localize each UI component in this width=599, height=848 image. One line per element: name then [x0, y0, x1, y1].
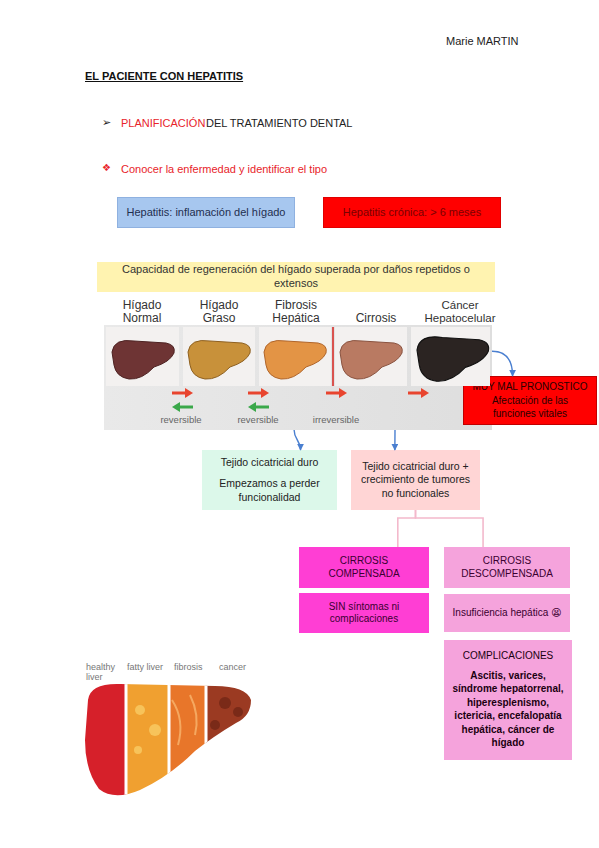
page-title: EL PACIENTE CON HEPATITIS — [85, 70, 243, 83]
illustration-label: fibrosis — [174, 662, 203, 673]
node-text: CIRROSIS COMPENSADA — [305, 555, 423, 580]
bullet-symbol: ❖ — [102, 162, 111, 174]
liver-healthy-part — [80, 680, 126, 805]
stage-label: Hígado Normal — [114, 299, 170, 325]
stage-label: Fibrosis Hepática — [266, 299, 326, 325]
node-body-text: Afectación de las funciones vitales — [470, 395, 590, 420]
definition-box: Hepatitis: inflamación del hígado — [117, 197, 295, 228]
fibrosis-streak — [172, 695, 197, 745]
fat-droplet — [149, 724, 161, 736]
prognosis-box: MUY MAL PRONOSTICOAfectación de las func… — [463, 376, 597, 425]
bullet-symbol: ➢ — [102, 116, 111, 129]
tumor-nodule — [233, 707, 243, 717]
subheading: Conocer la enfermedad y identificar el t… — [121, 163, 327, 176]
stage-label: Hígado Graso — [191, 299, 247, 325]
node-text: Hepatitis crónica: > 6 meses — [343, 206, 481, 220]
detail-box: SIN síntomas ni complicaciones — [299, 593, 429, 633]
node-text: Tejido cicatricial duro + crecimiento de… — [357, 460, 474, 499]
arrow-label: reversible — [156, 415, 206, 425]
connector-arrow — [394, 430, 396, 450]
tumor-nodule — [219, 697, 231, 709]
connector-arrow — [294, 430, 300, 450]
fat-droplet — [134, 746, 142, 754]
highlight-band: Capacidad de regeneración del hígado sup… — [97, 262, 495, 292]
liver-cancer-part — [206, 680, 256, 805]
node-text: SIN síntomas ni complicaciones — [305, 601, 423, 626]
node-text: Tejido cicatricial duro — [221, 456, 318, 469]
illustration-label: fatty liver — [127, 662, 163, 673]
node-text: Insuficiencia hepática 😫 — [453, 607, 562, 620]
section-heading: PLANIFICACIÓN — [121, 117, 205, 130]
fibrosis-note-box: Tejido cicatricial duroEmpezamos a perde… — [202, 450, 337, 510]
connector-line — [398, 510, 416, 547]
detail-box: Insuficiencia hepática 😫 — [444, 594, 570, 632]
fat-droplet — [135, 705, 145, 715]
illustration-label: cancer — [219, 662, 246, 673]
node-text: Hepatitis: inflamación del hígado — [127, 206, 286, 220]
section-divider — [125, 680, 128, 805]
connector-arrow — [492, 351, 513, 376]
node-text: CIRROSIS DESCOMPENSADA — [450, 555, 564, 580]
connector-line — [416, 510, 484, 547]
section-divider — [205, 680, 208, 805]
section-heading: DEL TRATAMIENTO DENTAL — [206, 117, 353, 130]
category-box: CIRROSIS COMPENSADA — [299, 547, 429, 588]
liver-stages-illustration — [80, 680, 256, 805]
illustration-label: healthy liver — [86, 662, 122, 682]
liver-fatty-part — [126, 680, 169, 805]
stage-label: Cirrosis — [346, 312, 406, 325]
node-text: COMPLICACIONES — [463, 650, 554, 663]
node-text: Capacidad de regeneración del hígado sup… — [103, 263, 489, 291]
category-box: CIRROSIS DESCOMPENSADA — [444, 547, 570, 588]
cirrhosis-note-box: Tejido cicatricial duro + crecimiento de… — [351, 450, 480, 510]
arrow-label: irreversible — [308, 415, 364, 425]
liver-fibrosis-part — [169, 680, 206, 805]
arrow-label: reversible — [233, 415, 283, 425]
node-body-text: Ascitis, varices, síndrome hepatorrenal,… — [450, 669, 566, 750]
complications-box: COMPLICACIONES Ascitis, varices, síndrome… — [444, 640, 572, 760]
author-name: Marie MARTIN — [446, 35, 519, 48]
definition-box: Hepatitis crónica: > 6 meses — [323, 197, 501, 228]
node-body-text: Empezamos a perder funcionalidad — [208, 477, 331, 503]
stage-panel: Hígado NormalHígado GrasoFibrosis Hepáti… — [104, 325, 492, 430]
node-text: MUY MAL PRONOSTICO — [472, 381, 587, 394]
stage-label: Cáncer Hepatocelular — [419, 299, 501, 324]
tumor-nodule — [210, 720, 220, 730]
section-divider — [168, 680, 171, 805]
